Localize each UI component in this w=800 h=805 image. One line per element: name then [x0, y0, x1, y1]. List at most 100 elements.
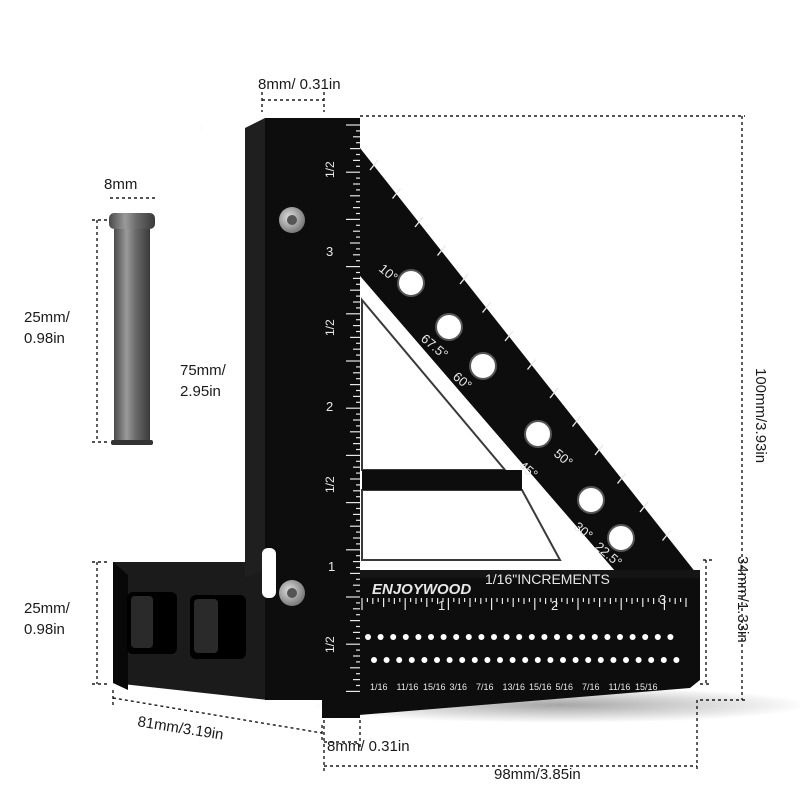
dim-inner-height-mm: 75mm/ [180, 362, 226, 379]
measurement-hole [617, 634, 623, 640]
measurement-hole [667, 634, 674, 640]
horizontal-ruler-ticks [361, 598, 687, 610]
fraction-label: 15/16 [423, 682, 446, 692]
measurement-holes [365, 634, 680, 663]
measurement-hole [629, 634, 636, 640]
measurement-hole [673, 657, 680, 663]
measurement-hole [440, 634, 447, 640]
vruler-label: 1/2 [323, 636, 337, 653]
diagonal-tick [436, 245, 447, 256]
diagonal-tick [459, 273, 469, 285]
measurement-hole [421, 657, 428, 663]
hruler-label: 1 [438, 598, 445, 613]
fraction-label: 13/16 [503, 682, 526, 692]
increment-label: 1/16"INCREMENTS [485, 571, 610, 587]
vruler-label: 1 [328, 559, 335, 574]
diagonal-tick [414, 216, 424, 228]
measurement-hole [377, 634, 384, 640]
measurement-hole [610, 657, 617, 663]
measurement-hole [383, 657, 390, 663]
vertical-arm [265, 118, 360, 718]
dim-base-height-in: 0.98in [24, 621, 65, 638]
measurement-hole [528, 634, 535, 640]
measurement-hole [478, 634, 485, 640]
measurement-hole [365, 634, 371, 640]
diagonal-tick [639, 501, 649, 513]
fraction-label: 7/16 [582, 682, 600, 692]
measurement-hole [497, 657, 503, 663]
screw-icon [279, 207, 305, 606]
measurement-hole [554, 634, 560, 640]
pin [109, 213, 155, 445]
dimension-lines [92, 92, 748, 772]
fraction-label: 1/16 [370, 682, 388, 692]
vruler-label: 1/2 [323, 476, 337, 493]
measurement-hole [560, 657, 566, 663]
vruler-label: 1/2 [323, 319, 337, 336]
dim-base-height-mm: 25mm/ [24, 600, 70, 617]
fraction-label: 7/16 [476, 682, 494, 692]
measurement-hole [446, 657, 453, 663]
diagonal-arm [360, 148, 700, 600]
fraction-label: 15/16 [529, 682, 552, 692]
diagonal-tick [391, 188, 402, 199]
measurement-hole [547, 657, 554, 663]
diagonal-tick [369, 159, 379, 171]
base-slots [127, 592, 246, 659]
vertical-ruler-ticks [346, 124, 360, 693]
brand-label: ENJOYWOOD [372, 581, 471, 598]
dim-pin-length-mm: 25mm/ [24, 309, 70, 326]
dim-pin-length-in: 0.98in [24, 330, 65, 347]
dim-total-length: 98mm/3.85in [494, 766, 581, 783]
dim-right-height: 34mm/1.33in [734, 556, 751, 643]
measurement-hole [465, 634, 472, 640]
dim-top-thickness: 8mm/ 0.31in [258, 76, 341, 93]
measurement-hole [415, 634, 422, 640]
measurement-hole [516, 634, 523, 640]
measurement-hole [534, 657, 541, 663]
measurement-hole [591, 634, 598, 640]
measurement-hole [428, 634, 434, 640]
fraction-label: 15/16 [635, 682, 658, 692]
vruler-label: 3 [326, 244, 333, 259]
diagonal-tick [616, 473, 627, 484]
measurement-hole [604, 634, 611, 640]
diagonal-tick [549, 387, 559, 399]
fraction-label: 11/16 [609, 682, 631, 692]
measurement-hole [623, 657, 629, 663]
hruler-label: 3 [659, 592, 666, 607]
fraction-label: 5/16 [556, 682, 574, 692]
measurement-hole [390, 634, 397, 640]
measurement-hole [597, 657, 604, 663]
dim-total-height: 100mm/3.93in [752, 368, 769, 464]
diagonal-tick [571, 416, 582, 427]
dim-bottom-thickness: 8mm/ 0.31in [327, 738, 410, 755]
measurement-hole [509, 657, 516, 663]
diagonal-tick [504, 330, 514, 342]
measurement-hole [579, 634, 586, 640]
measurement-hole [453, 634, 460, 640]
vruler-label: 1/2 [323, 161, 337, 178]
measurement-hole [660, 657, 667, 663]
measurement-hole [642, 634, 649, 640]
measurement-hole [434, 657, 440, 663]
measurement-hole [585, 657, 592, 663]
measurement-hole [459, 657, 466, 663]
diagonal-tick [661, 530, 672, 541]
diagonal-ticks [369, 159, 672, 541]
fraction-label: 11/16 [397, 682, 419, 692]
dim-inner-height-in: 2.95in [180, 383, 221, 400]
measurement-hole [635, 657, 642, 663]
diagonal-tick [594, 444, 604, 456]
measurement-hole [471, 657, 478, 663]
measurement-hole [654, 634, 661, 640]
measurement-hole [484, 657, 491, 663]
diagonal-tick [526, 359, 537, 370]
fraction-label: 3/16 [450, 682, 468, 692]
measurement-hole [371, 657, 377, 663]
dim-pin-diameter: 8mm [104, 176, 138, 193]
measurement-hole [491, 634, 497, 640]
measurement-hole [541, 634, 548, 640]
